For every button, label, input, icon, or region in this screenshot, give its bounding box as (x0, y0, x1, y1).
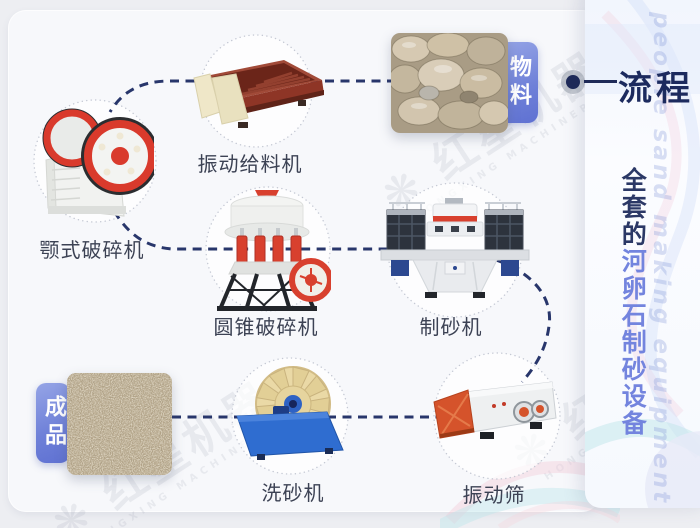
sand-washer-illustration (233, 362, 349, 468)
label-vibrating-screen: 振动筛 (462, 483, 526, 507)
side-title-main: 河卵石制砂设备 (618, 248, 648, 437)
label-sand-washer: 洗砂机 (261, 481, 325, 505)
cone-crusher-illustration (205, 186, 333, 318)
label-sand-making-machine: 制砂机 (419, 315, 483, 339)
vibrating-screen-illustration (430, 376, 564, 456)
product-photo (67, 373, 172, 475)
side-panel-decoration (585, 0, 700, 508)
side-title: 全套的河卵石制砂设备 (618, 167, 648, 437)
line-sandmaker-to-screen (495, 258, 552, 383)
side-title-prefix: 全套的 (618, 167, 648, 248)
label-cone-crusher: 圆锥破碎机 (213, 315, 319, 339)
material-photo (391, 33, 508, 133)
vibrating-feeder-illustration (186, 48, 326, 140)
jaw-crusher-illustration (36, 98, 159, 228)
product-badge: 成品 (36, 383, 70, 463)
side-panel (585, 0, 700, 508)
flow-dot (566, 75, 580, 89)
flow-title: 流程 (618, 69, 694, 109)
label-vibrating-feeder: 振动给料机 (197, 152, 303, 176)
label-jaw-crusher: 颚式破碎机 (39, 238, 145, 262)
flow-line (584, 80, 617, 83)
sand-making-machine-illustration (379, 196, 531, 306)
